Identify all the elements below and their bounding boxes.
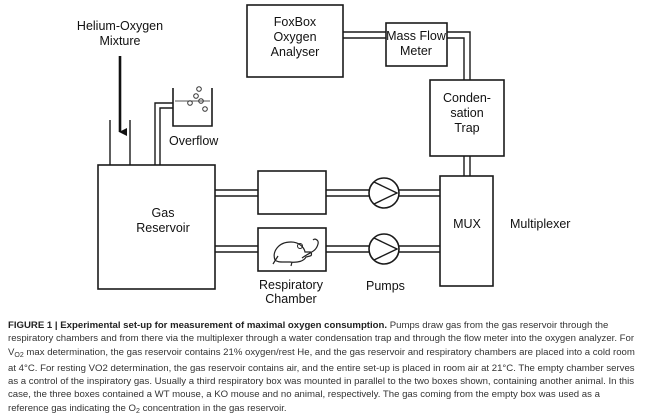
condensation-trap <box>429 79 505 157</box>
chamber-label-line2: Chamber <box>265 292 316 306</box>
caption-text-3: concentration in the gas reservoir. <box>139 402 287 414</box>
chamber-label-line1: Respiratory <box>259 278 324 292</box>
mouse-ear <box>297 243 303 249</box>
trap-label-line1: Conden- <box>443 91 491 105</box>
mux-box <box>439 175 494 287</box>
flowmeter-to-analyser <box>343 31 386 39</box>
inlet-label-line1: Helium-Oxygen <box>77 19 163 33</box>
trap-to-flowmeter <box>447 31 471 80</box>
pump-top <box>368 177 400 209</box>
trap-label-line2: sation <box>450 106 483 120</box>
overflow-beaker <box>172 88 213 127</box>
analyser-label-line3: Analyser <box>271 45 320 59</box>
caption-subscript-o2: O2 <box>14 351 24 359</box>
bubble <box>187 100 193 106</box>
mux-to-trap <box>463 156 471 176</box>
caption-title: FIGURE 1 | Experimental set-up for measu… <box>8 320 388 331</box>
reservoir-to-chamber-bottom <box>215 245 258 253</box>
flowmeter-label-line1: Mass Flow <box>386 29 447 43</box>
inlet-label-line2: Mixture <box>100 34 141 48</box>
reservoir-to-chamber-top <box>215 189 258 197</box>
analyser-label-line2: Oxygen <box>273 30 316 44</box>
pump-bottom <box>368 233 400 265</box>
gas-reservoir <box>97 164 216 290</box>
bubble <box>196 86 202 92</box>
multiplexer-label: Multiplexer <box>510 217 570 231</box>
trap-label-line3: Trap <box>454 121 479 135</box>
mouse-icon <box>272 238 319 267</box>
chamber-to-pump-bottom <box>326 245 369 253</box>
pumps-label: Pumps <box>366 279 405 293</box>
chamber-to-pump-top <box>326 189 369 197</box>
bubble <box>193 93 199 99</box>
figure-caption: FIGURE 1 | Experimental set-up for measu… <box>8 319 642 418</box>
inlet-tube <box>109 120 131 165</box>
reservoir-label-line1: Gas <box>152 206 175 220</box>
bubble <box>198 98 204 104</box>
caption-text-1: Pumps draw gas from the gas reservoir th… <box>8 320 635 358</box>
pump-to-mux-bottom <box>399 245 440 253</box>
mass-flow-meter <box>385 22 448 67</box>
oxygen-analyser <box>246 4 344 78</box>
pump-bottom-icon <box>373 237 399 261</box>
analyser-label-line1: FoxBox <box>274 15 317 29</box>
pump-to-mux-top <box>399 189 440 197</box>
overflow-tube <box>154 102 173 165</box>
bubble <box>202 106 208 112</box>
setup-diagram: Helium-Oxygen Mixture Overflow Gas Reser… <box>77 4 570 306</box>
pump-top-icon <box>373 181 399 205</box>
reservoir-label-line2: Reservoir <box>136 221 190 235</box>
mux-label: MUX <box>453 217 481 231</box>
flowmeter-label-line2: Meter <box>400 44 432 58</box>
empty-chamber <box>257 170 327 215</box>
overflow-label: Overflow <box>169 134 219 148</box>
